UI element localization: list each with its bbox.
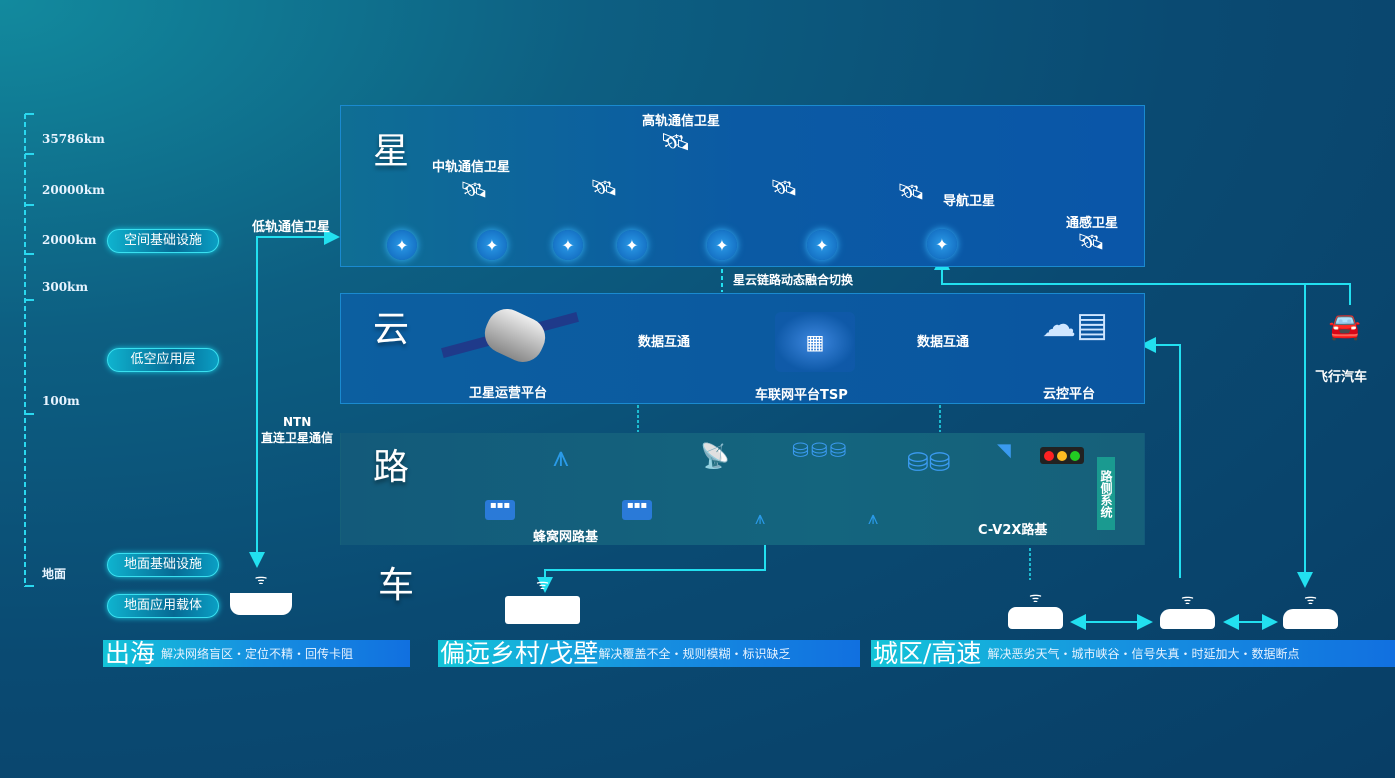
altitude-label: 2000km [42,233,97,247]
scenario-title: 出海 [105,639,156,668]
flying-car-icon: 🚘 [1328,312,1362,342]
car-icon: ᯤ [1283,590,1338,629]
leo-satellite-icon: ✦ [617,230,647,260]
star-panel [340,105,1145,267]
nav-satellite-label: 导航卫星 [943,194,996,209]
ship-icon: ᯤ [230,570,292,615]
ntn-desc-label: 直连卫星通信 [261,431,334,445]
layer-pill-ground-carrier: 地面应用载体 [107,594,219,618]
star-cloud-link-label: 星云链路动态融合切换 [733,273,854,287]
scenario-desc: 解决覆盖不全・规则模糊・标识缺乏 [598,647,791,661]
vehicle-title: 车 [378,565,415,606]
scenario-banner-urban: 城区/高速 解决恶劣天气・城市峡谷・信号失真・时延加大・数据断点 [871,640,1395,667]
leo-link-label: 低轨通信卫星 [252,220,331,235]
camera-icon: ◥ [997,440,1011,461]
flying-car-label: 飞行汽车 [1315,370,1368,385]
geo-satellite-label: 高轨通信卫星 [642,114,721,129]
data-exchange-label: 数据互通 [917,335,970,350]
cellular-base-label: 蜂窝网路基 [533,530,599,545]
altitude-label: 300km [42,280,89,294]
cloud-title: 云 [373,309,410,350]
altitude-label: 20000km [42,183,105,197]
sensing-satellite-icon: 🛰 [1077,230,1105,255]
road-title: 路 [373,447,410,488]
space-station-icon [440,302,580,369]
altitude-label: 100m [42,394,80,408]
leo-satellite-icon: ✦ [477,230,507,260]
road-panel [340,433,1145,545]
data-exchange-label: 数据互通 [638,335,691,350]
layer-pill-low-altitude: 低空应用层 [107,348,219,372]
database-icon: ⛁⛁ [907,448,951,478]
traffic-light-icon [1040,447,1084,464]
scenario-banner-sea: 出海 解决网络盲区・定位不精・回传卡阻 [103,640,410,667]
cell-tower-icon: ⩚ [553,440,569,473]
satellite-ops-platform-label: 卫星运营平台 [469,386,548,401]
satellite-dish-icon: 📡 [700,442,730,470]
cloud-control-icon: ☁▤ [1041,305,1109,345]
antenna-icon: ⩚ [868,508,879,529]
sensing-satellite-label: 通感卫星 [1066,216,1119,231]
truck-icon: ᯤ [505,575,580,624]
scenario-title: 城区/高速 [873,639,982,668]
router-icon: ▪▪▪ [485,500,515,520]
leo-satellite-icon: ✦ [807,230,837,260]
scenario-desc: 解决网络盲区・定位不精・回传卡阻 [161,647,354,661]
roadside-system-label: 路侧系统 [1097,457,1115,530]
nav-satellite-icon: 🛰 [897,180,925,205]
cv2x-base-label: C-V2X路基 [978,523,1048,538]
ntn-label: NTN [283,415,312,429]
car-icon: ᯤ [1160,590,1215,629]
cloud-control-platform-label: 云控平台 [1043,387,1096,402]
car-icon: ᯤ [1008,588,1063,629]
altitude-label: 35786km [42,132,105,146]
tsp-platform-label: 车联网平台TSP [755,388,848,403]
server-icon: ⛁⛁⛁ [792,438,849,462]
scenario-banner-rural: 偏远乡村/戈壁 解决覆盖不全・规则模糊・标识缺乏 [438,640,860,667]
tsp-platform-icon: ▦ [775,312,855,372]
layer-pill-ground-infra: 地面基础设施 [107,553,219,577]
antenna-icon: ⩚ [755,508,766,529]
leo-satellite-icon: ✦ [387,230,417,260]
router-icon: ▪▪▪ [622,500,652,520]
leo-satellite-icon: ✦ [707,230,737,260]
scenario-title: 偏远乡村/戈壁 [440,639,599,668]
meo-satellite-icon: 🛰 [770,176,798,201]
altitude-label: 地面 [42,567,67,581]
meo-satellite-icon: 🛰 [460,178,488,203]
layer-pill-space: 空间基础设施 [107,229,219,253]
leo-satellite-icon: ✦ [553,230,583,260]
leo-satellite-icon: ✦ [927,229,957,259]
meo-satellite-label: 中轨通信卫星 [432,160,511,175]
star-title: 星 [373,131,410,172]
scenario-desc: 解决恶劣天气・城市峡谷・信号失真・时延加大・数据断点 [987,647,1300,661]
geo-satellite-icon: 🛰 [660,128,691,156]
meo-satellite-icon: 🛰 [590,176,618,201]
